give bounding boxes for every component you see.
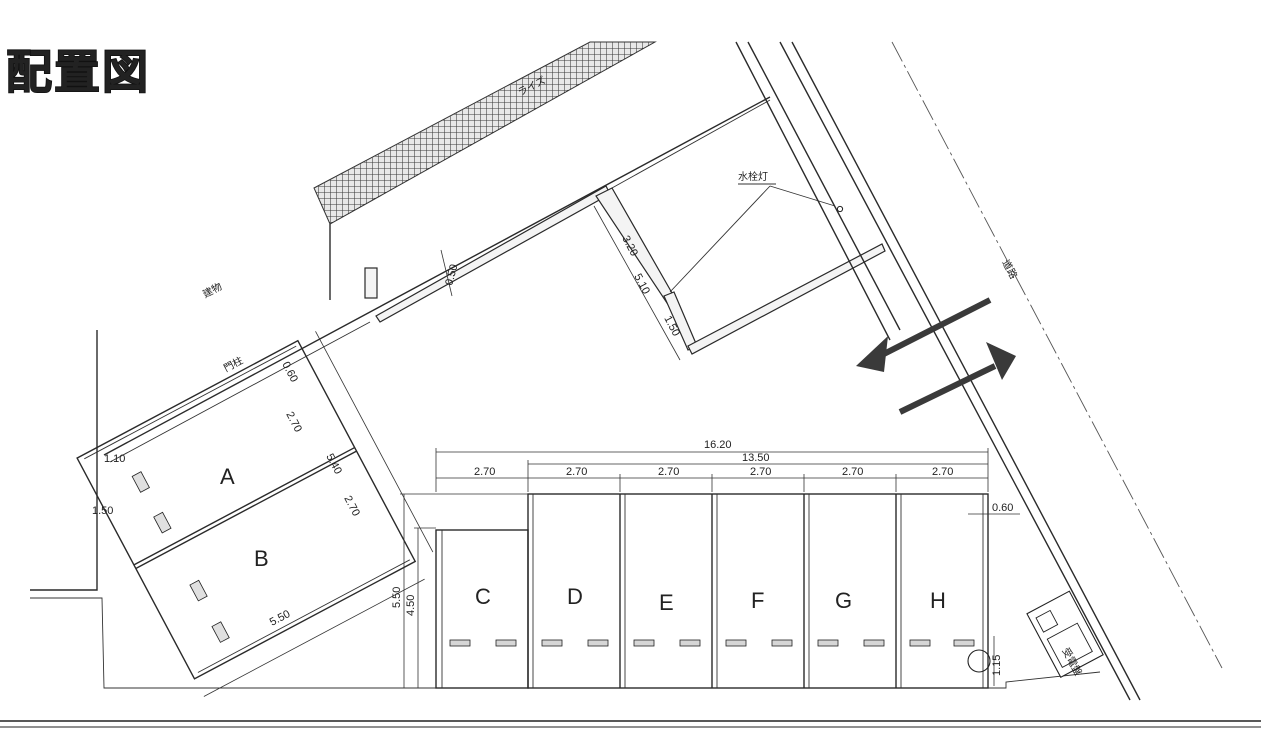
bay-d-label: D [567, 584, 583, 609]
bay-e-label: E [659, 590, 674, 615]
inner-width-dim: 13.50 [742, 452, 770, 464]
bay-h-width-dim: 2.70 [932, 466, 953, 478]
bay-d-width-dim: 2.70 [566, 466, 587, 478]
end-depth-dim: 1.15 [991, 655, 1003, 676]
building-label: 建物 [200, 280, 224, 301]
bay-f-width-dim: 2.70 [750, 466, 771, 478]
depth-outer-dim: 5.50 [391, 587, 403, 608]
meter-box [1026, 590, 1104, 679]
depth-inner-dim: 4.50 [405, 595, 417, 616]
water-tap-label: 水栓灯 [738, 170, 768, 183]
road-edge [735, 41, 1223, 701]
boundary-wall: 0.50 [375, 185, 611, 323]
total-width-dim: 16.20 [704, 439, 732, 451]
traffic-arrows [856, 297, 1016, 415]
bay-g-label: G [835, 588, 852, 613]
bay-f-label: F [751, 588, 764, 613]
road-label: 道路 [999, 257, 1020, 281]
gate-label: 門柱 [221, 354, 245, 375]
ne-wall-block: 3.20 5.10 1.50 [593, 99, 886, 361]
parking-ab [76, 331, 434, 697]
bay-e-width-dim: 2.70 [658, 466, 679, 478]
ab-width-dim: 5.50 [268, 608, 293, 629]
bay-b-label: B [254, 546, 269, 571]
parking-row-ch [400, 448, 1020, 689]
drawing-title: 配置図 [6, 46, 150, 98]
ab-bay-dim-1: 2.70 [283, 410, 304, 435]
bay-c-width-dim: 2.70 [474, 466, 495, 478]
ab-side-dim: 1.50 [92, 505, 113, 517]
bay-h-label: H [930, 588, 946, 613]
wall-gap-dim: 0.50 [443, 263, 460, 287]
bay-c-label: C [475, 584, 491, 609]
planting-strip [313, 41, 657, 225]
side-gap-dim: 0.60 [992, 502, 1013, 514]
bay-a-label: A [220, 464, 235, 489]
bay-g-width-dim: 2.70 [842, 466, 863, 478]
ab-offset-dim: 0.60 [279, 360, 300, 385]
water-tap-lamp: 水栓灯 [669, 170, 844, 293]
ab-bay-dim-2: 2.70 [341, 494, 362, 519]
ab-top-dim: 1.10 [104, 453, 125, 465]
